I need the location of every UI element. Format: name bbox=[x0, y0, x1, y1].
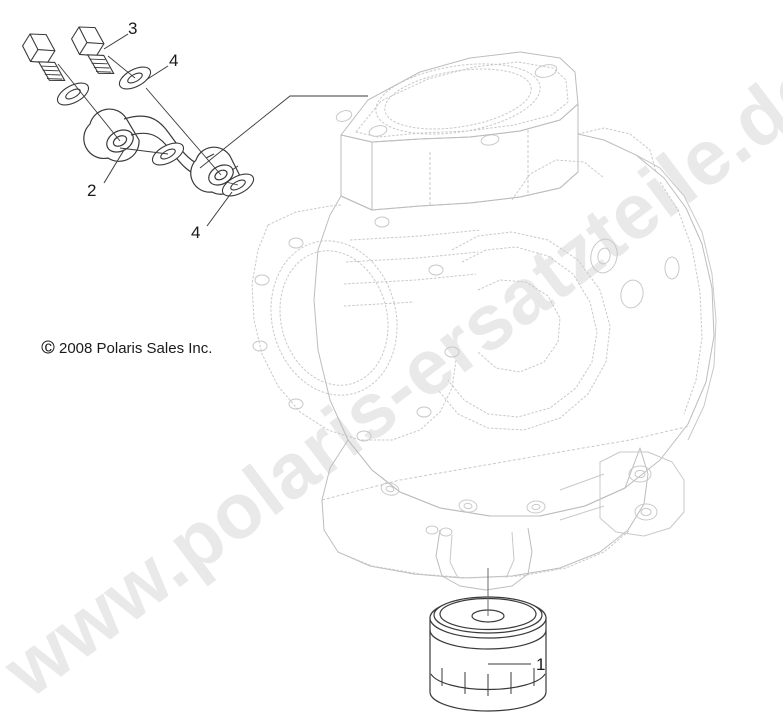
copyright-text: 2008 Polaris Sales Inc. bbox=[59, 340, 212, 357]
engine-crankcase-outline bbox=[251, 51, 717, 591]
copyright-notice: c 2008 Polaris Sales Inc. bbox=[41, 339, 212, 357]
callout-4a-label: 4 bbox=[169, 51, 178, 70]
callout-4b-label: 4 bbox=[191, 223, 200, 242]
banjo-bolt-upper-right bbox=[63, 19, 130, 81]
copyright-circle-icon bbox=[41, 340, 55, 354]
copyright-c-glyph: c bbox=[45, 339, 53, 356]
leader-4a bbox=[145, 65, 169, 81]
banjo-bolt-upper-left bbox=[14, 26, 81, 88]
callout-1-label: 1 bbox=[536, 655, 545, 674]
leader-2 bbox=[103, 149, 125, 184]
leader-4b bbox=[206, 191, 233, 227]
assembly-lines bbox=[57, 55, 368, 186]
callout-leaders bbox=[103, 33, 531, 665]
callout-3-label: 3 bbox=[128, 19, 137, 38]
callout-2-label: 2 bbox=[87, 181, 96, 200]
leader-3 bbox=[103, 33, 129, 50]
